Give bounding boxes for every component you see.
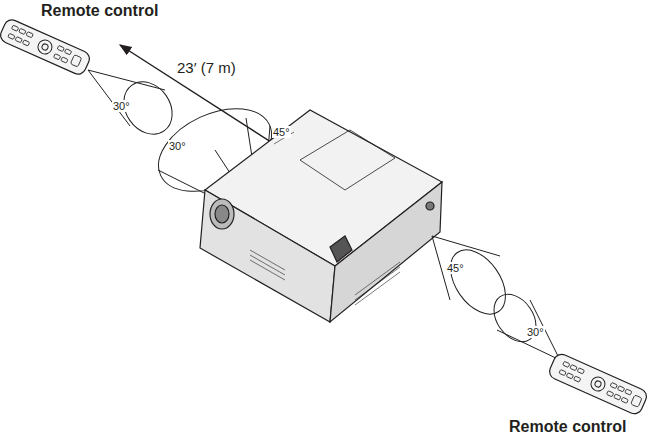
angle-label: 45°	[446, 262, 465, 274]
part-name: Remote control	[40, 2, 159, 20]
part-name: Remote control	[508, 418, 627, 436]
projector-body	[200, 110, 442, 322]
remote-control-bottom	[547, 352, 649, 416]
sensor-cone-rear	[432, 236, 560, 360]
remote-control-top	[0, 17, 92, 76]
angle-label: 30°	[526, 326, 545, 338]
signal-cone-top	[88, 70, 182, 144]
distance-dimension: 23′ (7 m)	[176, 60, 237, 77]
angle-label: 30°	[112, 100, 131, 112]
angle-label: 45°	[272, 126, 291, 138]
angle-label: 30°	[168, 140, 187, 152]
